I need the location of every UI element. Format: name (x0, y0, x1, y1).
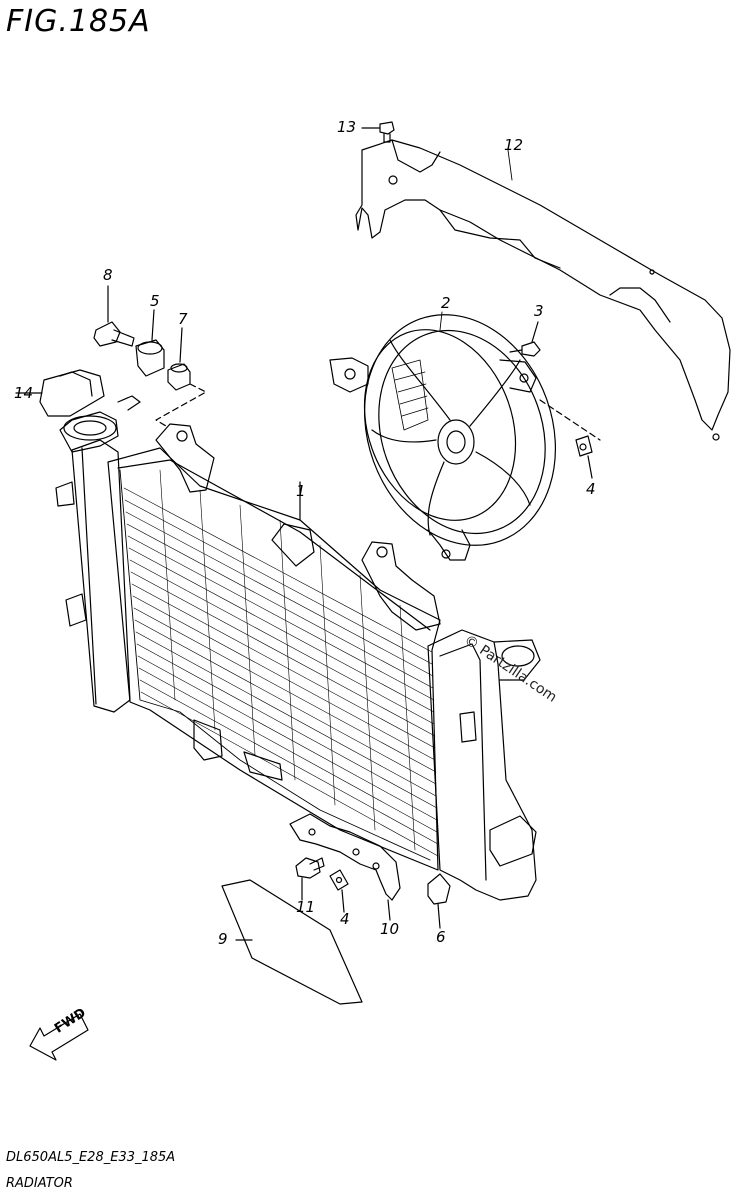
clip-nut-4-upper (540, 400, 600, 478)
callout-4-upper: 4 (586, 480, 596, 498)
callout-10: 10 (380, 920, 400, 938)
figure-title: FIG.185A (6, 4, 151, 39)
lower-bracket-10 (290, 814, 400, 920)
clip-nut-4-lower (330, 870, 348, 912)
figure-code: DL650AL5_E28_E33_185A (6, 1150, 176, 1165)
figure-name: RADIATOR (6, 1176, 73, 1191)
leader-lines (300, 150, 512, 520)
bolt-3 (510, 322, 540, 356)
collar-7 (156, 328, 206, 426)
callout-11: 11 (296, 898, 316, 916)
callout-1: 1 (296, 482, 306, 500)
fan-shroud-bracket (356, 140, 730, 440)
callout-8: 8 (103, 266, 113, 284)
radiator-core (56, 396, 440, 870)
cooling-fan (330, 288, 587, 573)
callout-4-lower: 4 (340, 910, 350, 928)
radiator-cap-cover-14 (16, 370, 104, 416)
callout-3: 3 (534, 302, 544, 320)
cushion-6 (428, 874, 450, 928)
protector-plate-9 (222, 880, 362, 1004)
callout-9: 9 (218, 930, 228, 948)
callout-6: 6 (436, 928, 446, 946)
fwd-arrow (30, 1014, 88, 1060)
callout-5: 5 (150, 292, 160, 310)
bolt-13 (362, 122, 394, 142)
bolt-8 (94, 286, 134, 346)
callout-14: 14 (14, 384, 34, 402)
grommet-5 (136, 310, 164, 376)
bolt-11 (296, 858, 324, 900)
callout-13: 13 (337, 118, 357, 136)
callout-2: 2 (441, 294, 451, 312)
callout-7: 7 (178, 310, 188, 328)
radiator-right-tank (428, 630, 540, 900)
callout-12: 12 (504, 136, 524, 154)
